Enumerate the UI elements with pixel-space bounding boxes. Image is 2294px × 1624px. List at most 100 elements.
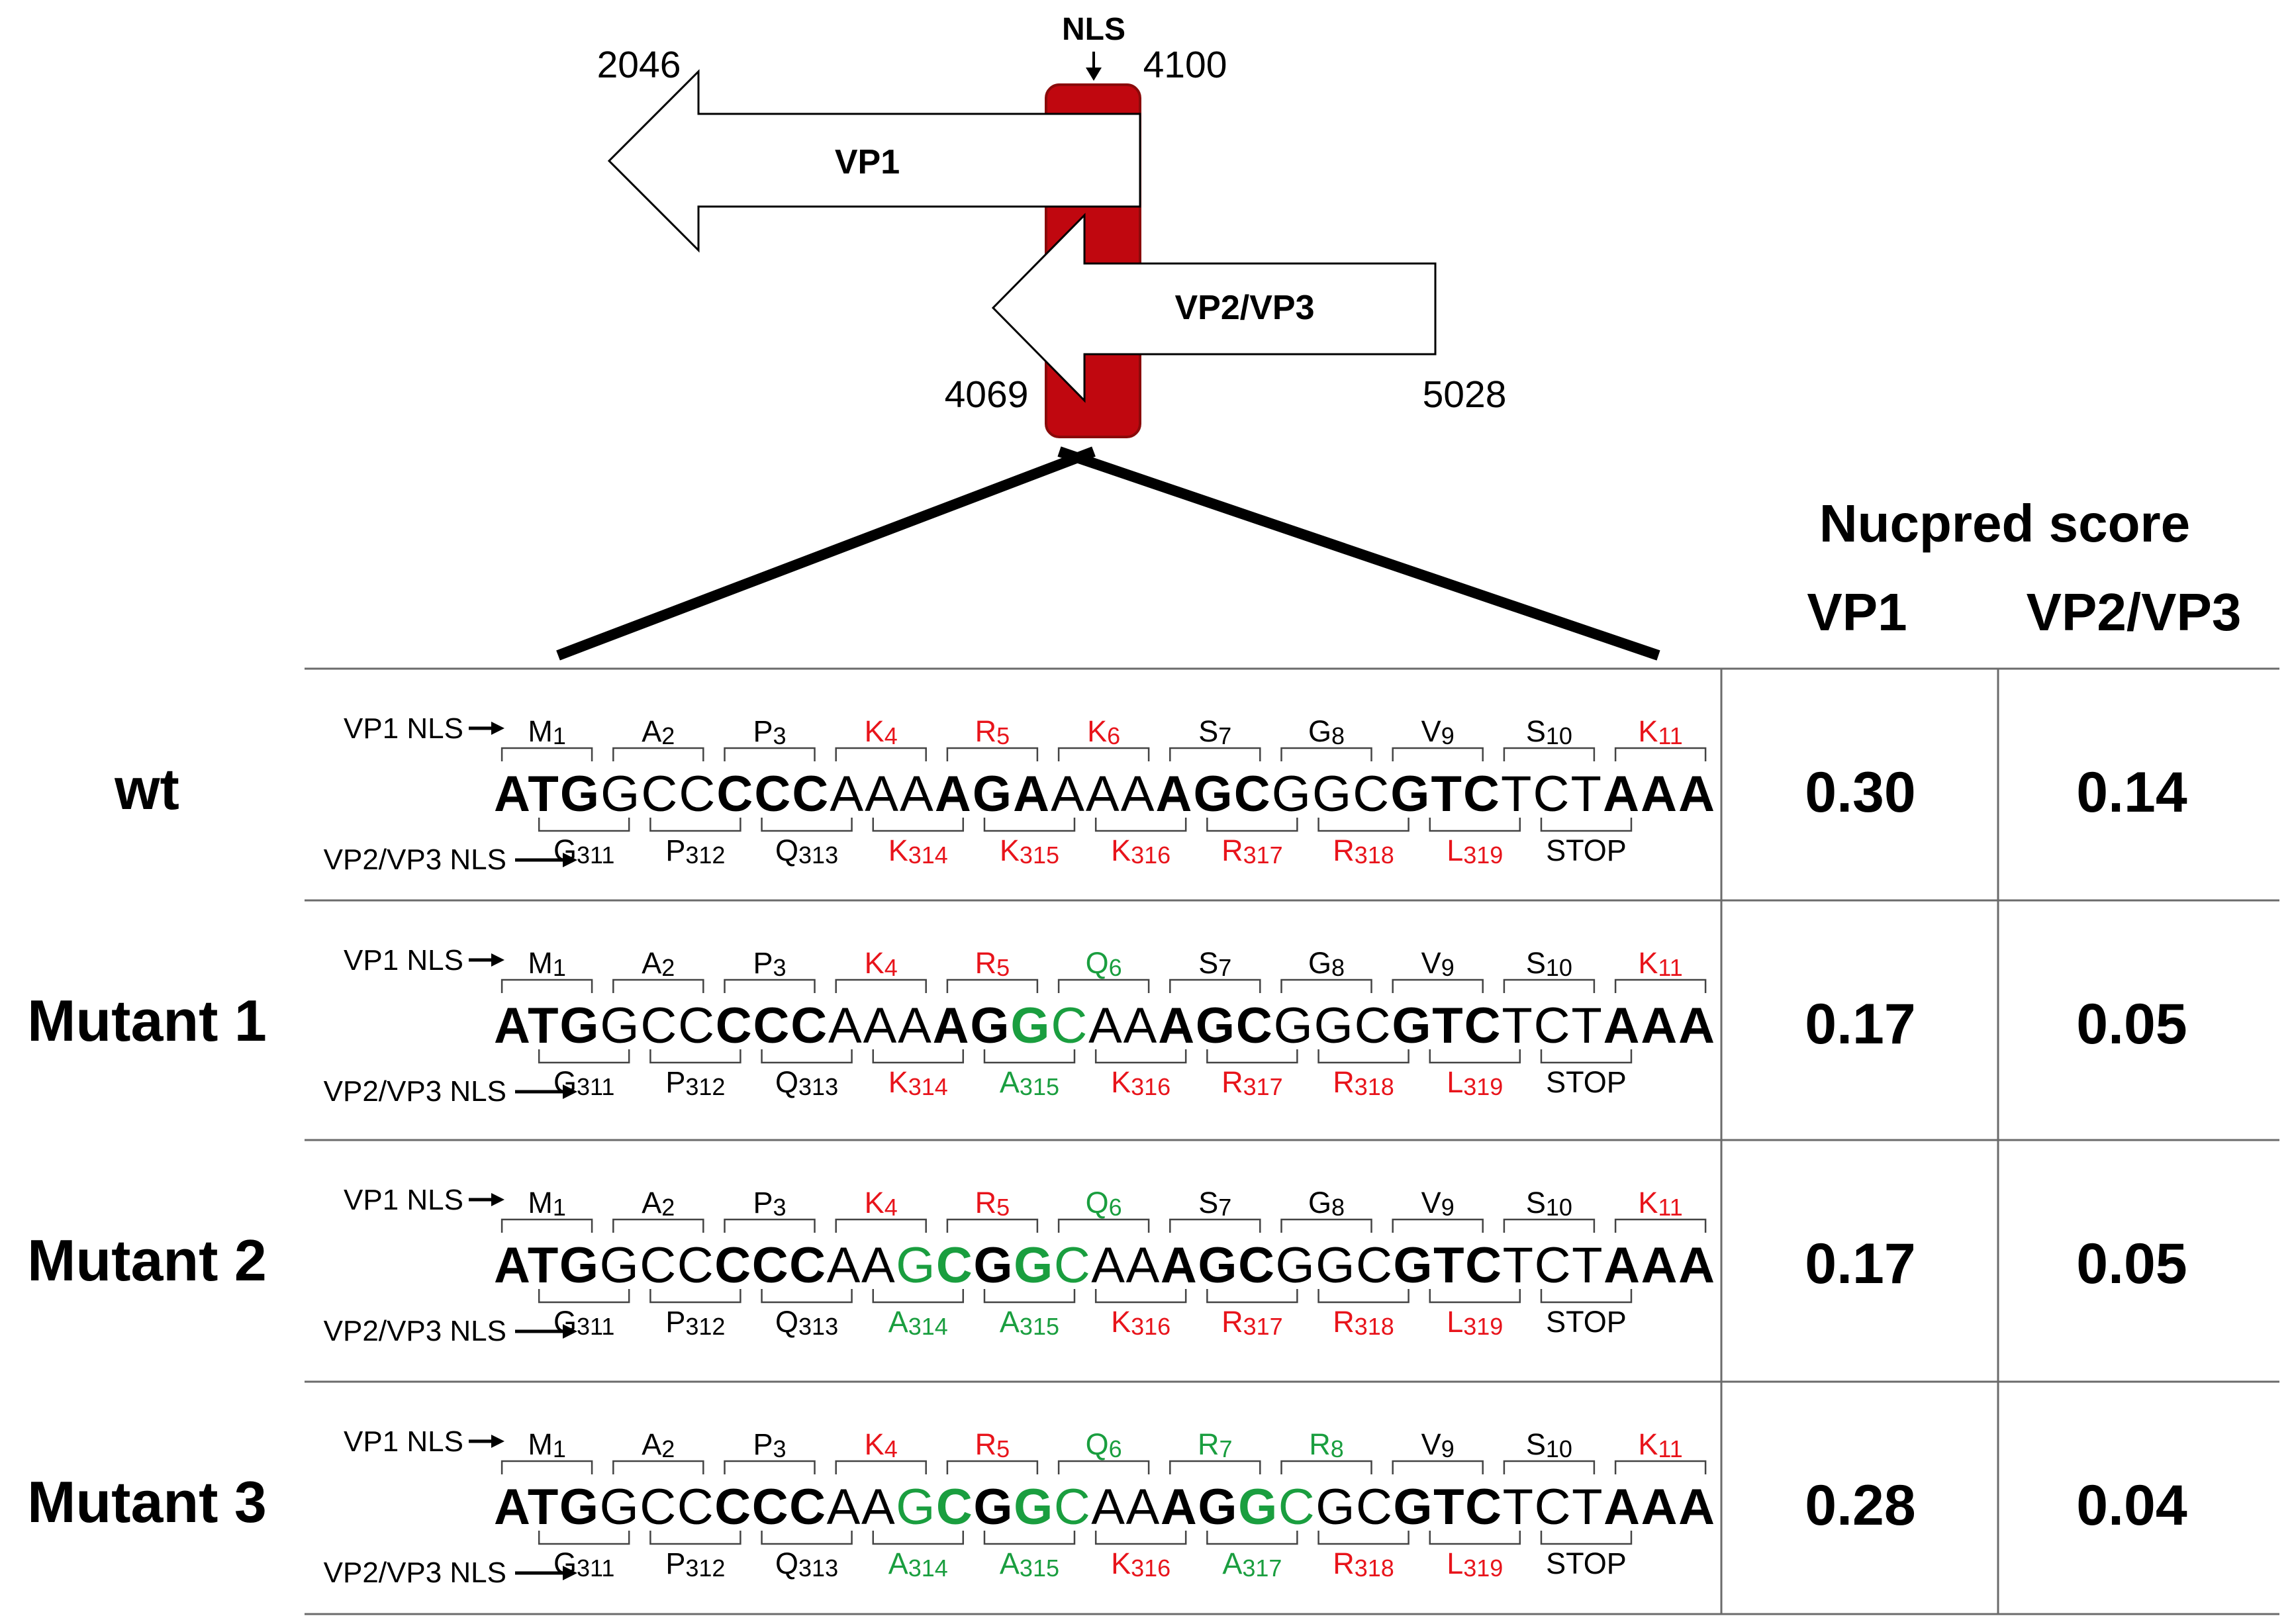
vp2vp3-amino-acid: Q313 [775, 834, 838, 869]
vp2vp3-amino-acid: K316 [1111, 1547, 1171, 1582]
codon-bracket-top [1503, 979, 1596, 993]
vp2vp3-amino-acid: P312 [665, 1547, 725, 1582]
vp1-amino-acid: S7 [1198, 714, 1231, 749]
codon-bracket-bottom [649, 818, 741, 832]
vp2vp3-amino-acid: R318 [1333, 1305, 1394, 1340]
vp2vp3-nls-label: VP2/VP3 NLS [324, 1075, 506, 1108]
vp1-amino-acid: S7 [1198, 1186, 1231, 1221]
vp1-amino-acid: Q6 [1086, 1427, 1122, 1462]
vp1-amino-acid: M1 [528, 1186, 566, 1221]
codon-bracket-top [1169, 1218, 1261, 1233]
vp2vp3-amino-acid: K314 [888, 1065, 948, 1100]
vp2vp3-amino-acid: P312 [665, 1065, 725, 1100]
vp2vp3-amino-acid: K315 [1000, 834, 1059, 869]
codon-bracket-bottom [1540, 1531, 1633, 1545]
row-label: Mutant 3 [27, 1469, 267, 1535]
vp2vp3-amino-acid: Q313 [775, 1547, 838, 1582]
codon-bracket-top [1392, 979, 1484, 993]
vp1-score: 0.28 [1805, 1474, 1915, 1537]
codon-bracket-top [1280, 979, 1372, 993]
dna-sequence: ATGGCCCCCAAAAGGCAAAGCGGCGTCTCTAAA [494, 998, 1715, 1054]
codon-bracket-top [724, 747, 816, 761]
codon-bracket-bottom [1317, 1531, 1410, 1545]
codon-bracket-top [946, 747, 1039, 761]
codon-bracket-top [612, 1218, 704, 1233]
codon-bracket-bottom [983, 1289, 1076, 1304]
table-grid [305, 667, 2279, 1615]
vp1-amino-acid: K11 [1638, 1427, 1682, 1462]
codon-bracket-top [501, 979, 593, 993]
codon-bracket-bottom [1206, 1289, 1298, 1304]
zoom-line-right [1057, 446, 1660, 661]
vp1-amino-acid: A2 [642, 1186, 675, 1221]
codon-bracket-top [1503, 747, 1596, 761]
vp2vp3-score: 0.05 [2076, 1232, 2187, 1296]
codon-bracket-bottom [1094, 1289, 1187, 1304]
codon-bracket-bottom [872, 1531, 965, 1545]
vp1-amino-acid: K11 [1638, 1186, 1682, 1221]
vp1-score: 0.17 [1805, 1232, 1915, 1296]
position-4069: 4069 [945, 373, 1029, 416]
vp1-amino-acid: V9 [1421, 946, 1455, 981]
codon-bracket-bottom [872, 818, 965, 832]
vp2vp3-amino-acid: K314 [888, 834, 948, 869]
vp1-nls-arrowhead [491, 1435, 504, 1448]
codon-bracket-top [724, 979, 816, 993]
vp1-amino-acid: K11 [1638, 946, 1682, 981]
vp1-amino-acid: K4 [865, 946, 898, 981]
vp2vp3-amino-acid: L319 [1447, 1305, 1503, 1340]
vp2vp3-amino-acid: L319 [1447, 834, 1503, 869]
vp2vp3-amino-acid: K316 [1111, 1065, 1171, 1100]
codon-bracket-top [1280, 1460, 1372, 1474]
codon-bracket-bottom [649, 1049, 741, 1064]
vp1-amino-acid: R5 [975, 1186, 1010, 1221]
vp1-amino-acid: G8 [1308, 1186, 1345, 1221]
vp1-amino-acid: R5 [975, 1427, 1010, 1462]
vp2vp3-score: 0.14 [2076, 761, 2187, 824]
codon-bracket-top [1057, 979, 1150, 993]
codon-bracket-top [1392, 747, 1484, 761]
vp2vp3-amino-acid: R318 [1333, 1547, 1394, 1582]
vp1-amino-acid: P3 [753, 714, 786, 749]
vp1-amino-acid: R5 [975, 946, 1010, 981]
vp2vp3-amino-acid: L319 [1447, 1065, 1503, 1100]
dna-sequence: ATGGCCCCCAAGCGGCAAAGGCGCGTCTCTAAA [494, 1479, 1715, 1535]
column-header-vp2vp3: VP2/VP3 [2027, 583, 2242, 642]
vp2vp3-nls-arrowhead [563, 853, 577, 867]
vp2vp3-nls-arrowhead [563, 1324, 577, 1339]
vp1-amino-acid: V9 [1421, 1427, 1455, 1462]
vp1-amino-acid: K11 [1638, 714, 1682, 749]
gene-map: VP1 VP2/VP3 NLS 2046 4100 4069 5028 [556, 12, 1660, 661]
vp1-amino-acid: G8 [1308, 946, 1345, 981]
zoom-line-left [556, 446, 1096, 661]
vp1-amino-acid: A2 [642, 714, 675, 749]
codon-bracket-bottom [1317, 1289, 1410, 1304]
codon-bracket-bottom [1429, 1531, 1521, 1545]
vp2vp3-score: 0.04 [2076, 1474, 2187, 1537]
codon-bracket-top [1057, 747, 1150, 761]
codon-bracket-bottom [1094, 818, 1187, 832]
nucpred-score-title: Nucpred score [1819, 494, 2190, 553]
codon-bracket-top [724, 1460, 816, 1474]
vp1-label: VP1 [835, 143, 900, 181]
vp2vp3-amino-acid: STOP [1546, 1547, 1627, 1580]
codon-bracket-top [1169, 979, 1261, 993]
vp2vp3-score: 0.05 [2076, 992, 2187, 1056]
vp2vp3-amino-acid: R318 [1333, 834, 1394, 869]
vp1-amino-acid: Q6 [1086, 946, 1122, 981]
vp2vp3-amino-acid: G311 [553, 1065, 614, 1100]
vp2vp3-amino-acid: R318 [1333, 1065, 1394, 1100]
codon-bracket-bottom [649, 1531, 741, 1545]
vp1-amino-acid: V9 [1421, 1186, 1455, 1221]
vp1-amino-acid: V9 [1421, 714, 1455, 749]
codon-bracket-bottom [761, 1049, 853, 1064]
codon-bracket-bottom [1540, 1289, 1633, 1304]
codon-bracket-top [1280, 1218, 1372, 1233]
vp1-amino-acid: R5 [975, 714, 1010, 749]
codon-bracket-top [1057, 1460, 1150, 1474]
codon-bracket-top [1169, 747, 1261, 761]
vp1-amino-acid: K6 [1087, 714, 1120, 749]
codon-bracket-top [724, 1218, 816, 1233]
codon-bracket-top [1614, 979, 1707, 993]
